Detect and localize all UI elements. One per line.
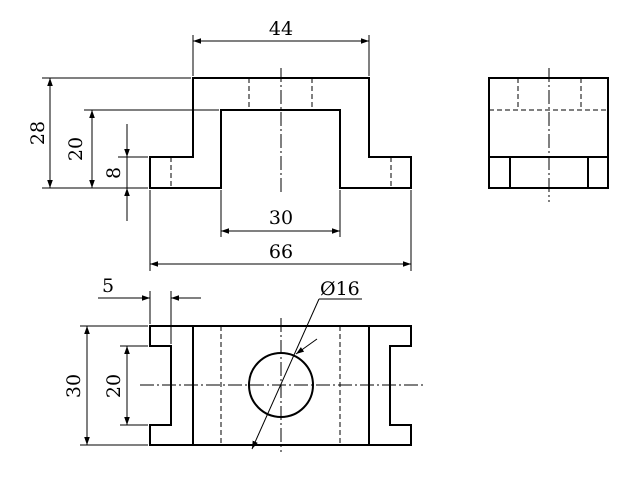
top-view	[140, 318, 425, 452]
front-view	[149, 68, 412, 195]
dimension-30-depth: 30	[63, 325, 148, 446]
dimension-20-notch: 20	[103, 345, 148, 426]
dimension-label: 30	[269, 207, 293, 229]
dimension-label: 8	[103, 167, 125, 179]
dimension-28: 28	[27, 77, 191, 189]
dimension-label: Ø16	[320, 278, 360, 300]
top-view-outline	[149, 325, 412, 446]
dimension-44: 44	[192, 18, 370, 76]
dimension-label: 20	[103, 374, 125, 398]
dimension-label: 66	[269, 241, 293, 263]
side-view	[488, 68, 609, 202]
dimension-diameter-16: Ø16	[251, 278, 362, 450]
front-view-outline	[149, 77, 412, 189]
dimension-label: 20	[65, 137, 87, 161]
dimension-label: 44	[269, 18, 293, 40]
dimension-5: 5	[98, 275, 201, 344]
dimension-20: 20	[65, 109, 219, 188]
dimension-label: 5	[102, 275, 114, 297]
dimension-30-slot: 30	[220, 190, 341, 237]
dimension-66: 66	[149, 190, 412, 271]
dimension-8: 8	[103, 124, 148, 221]
dimension-label: 30	[63, 374, 85, 398]
dimension-label: 28	[27, 121, 49, 145]
